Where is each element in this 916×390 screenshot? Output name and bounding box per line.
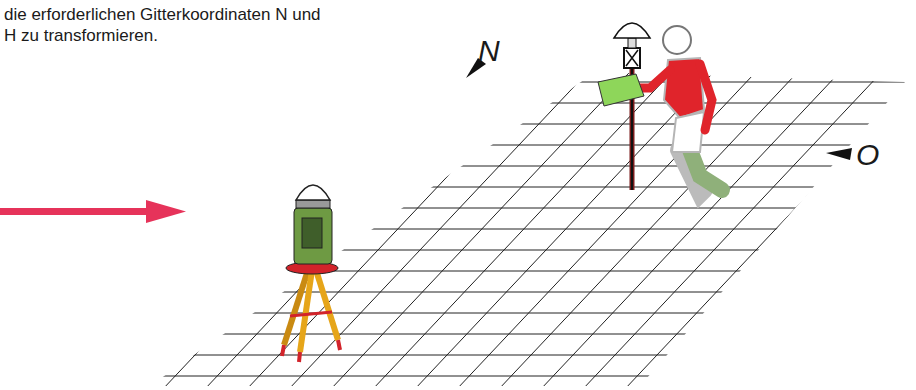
- grid-line: [456, 40, 786, 390]
- grid-line: [204, 40, 534, 390]
- grid-line: [100, 250, 916, 251]
- grid-line: [372, 40, 702, 390]
- grid-line: [750, 40, 916, 390]
- grid-line: [246, 40, 576, 390]
- grid-line: [100, 145, 916, 146]
- grid-line: [330, 40, 660, 390]
- input-arrow: [0, 200, 186, 223]
- east-arrow: [826, 148, 852, 160]
- grid-line: [100, 103, 916, 104]
- grid-line: [708, 40, 916, 390]
- coordinate-grid: [100, 40, 916, 390]
- grid-line: [120, 40, 450, 390]
- grid-line: [100, 376, 916, 377]
- grid-line: [100, 271, 916, 272]
- grid-line: [100, 82, 916, 83]
- grid-line: [100, 208, 916, 209]
- grid-line: [100, 187, 916, 188]
- grid-line: [100, 229, 916, 230]
- surveyor-with-pole: [598, 23, 722, 195]
- grid-line: [162, 40, 492, 390]
- grid-line: [582, 40, 912, 390]
- grid-line: [100, 355, 916, 356]
- grid-line: [414, 40, 744, 390]
- grid-line: [624, 40, 916, 390]
- grid-line: [498, 40, 828, 390]
- grid-line: [100, 313, 916, 314]
- grid-line: [540, 40, 870, 390]
- total-station: [282, 185, 340, 362]
- east-label: O: [856, 140, 879, 170]
- grid-line: [100, 292, 916, 293]
- grid-line: [288, 40, 618, 390]
- grid-line: [100, 124, 916, 125]
- north-label: N: [478, 36, 500, 66]
- body-text: die erforderlichen Gitterkoordinaten N u…: [4, 4, 322, 46]
